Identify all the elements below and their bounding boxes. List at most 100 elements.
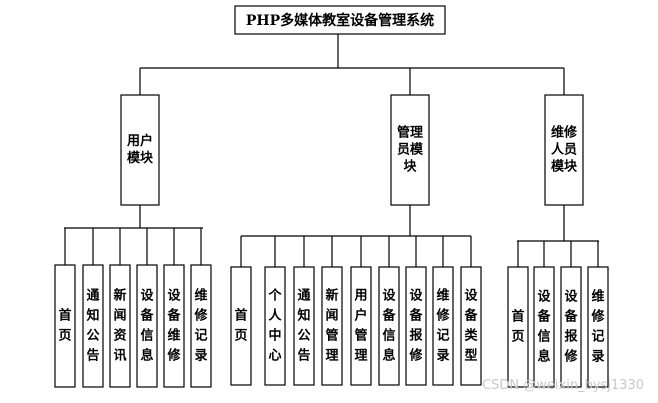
child-label-1-6-char-1: 备 [408,308,423,324]
child-label-1-8-char-1: 备 [463,308,478,324]
child-label-1-0-char-1: 页 [234,329,247,344]
child-box-0-4 [163,264,185,388]
module-box-2 [544,94,584,206]
child-label-1-1-char-0: 个 [267,288,282,304]
child-label-1-1-char-2: 中 [268,328,281,344]
child-label-0-5-char-0: 维 [194,288,207,304]
child-box-2-0 [507,266,529,388]
child-label-1-3-char-3: 理 [325,349,338,364]
child-label-0-5-char-3: 录 [194,349,207,364]
module-label-2-line-1: 人员 [551,142,577,158]
child-label-0-1-char-3: 告 [86,348,99,364]
child-box-1-8 [460,266,482,386]
module-label-2-line-0: 维修 [551,125,578,141]
child-box-1-6 [405,266,427,386]
child-label-1-2-char-3: 告 [297,348,310,364]
child-label-2-2-char-2: 报 [564,330,578,345]
child-box-1-7 [432,266,454,386]
child-label-2-3-char-3: 录 [591,350,604,365]
child-label-2-1-char-0: 设 [537,290,551,305]
title-text: PHP多媒体教室设备管理系统 [246,12,434,29]
child-label-0-0-char-1: 页 [58,329,71,344]
child-label-1-3-char-1: 闻 [325,309,338,324]
child-box-0-5 [190,264,212,388]
child-label-1-7-char-2: 记 [436,329,449,344]
module-label-2-line-2: 模块 [551,159,578,175]
child-label-1-8-char-3: 型 [464,348,477,364]
module-box-0 [120,94,160,206]
child-label-0-2-char-3: 讯 [113,349,126,364]
connector-lines [64,34,599,267]
child-box-1-4 [350,266,372,386]
child-label-0-2-char-1: 闻 [113,309,126,324]
child-label-0-1-char-1: 知 [86,308,99,324]
child-label-1-5-char-0: 设 [382,289,396,304]
child-box-0-3 [136,264,158,388]
child-label-2-1-char-3: 息 [537,349,550,365]
child-label-1-5-char-1: 备 [381,308,396,324]
child-box-2-1 [533,266,555,388]
child-box-1-1 [264,266,286,386]
child-label-1-0-char-0: 首 [234,308,247,324]
child-label-2-1-char-2: 信 [537,329,550,345]
child-label-1-1-char-1: 人 [268,308,282,324]
child-label-1-1-char-3: 心 [268,349,281,364]
child-box-1-2 [293,266,315,386]
child-label-0-4-char-2: 维 [167,328,180,344]
child-box-0-1 [82,264,104,388]
child-label-1-2-char-0: 通 [297,288,310,304]
child-label-0-1-char-2: 公 [86,329,99,344]
child-label-2-0-char-0: 首 [511,309,524,325]
child-label-0-4-char-3: 修 [166,348,181,364]
child-label-1-5-char-3: 息 [382,348,395,364]
child-label-2-2-char-1: 备 [563,309,578,325]
child-label-0-4-char-0: 设 [167,289,181,304]
child-label-0-3-char-3: 息 [140,348,153,364]
child-label-1-7-char-3: 录 [436,349,449,364]
module-label-1-line-0: 管理 [397,125,423,141]
title-box [234,5,446,35]
module-box-1 [390,94,430,206]
child-label-0-1-char-0: 通 [86,288,99,304]
child-box-1-5 [378,266,400,386]
child-label-1-6-char-0: 设 [409,289,423,304]
child-box-0-2 [109,264,131,388]
child-label-1-6-char-2: 报 [409,329,423,344]
watermark: CSDN @weixin_bysj1330 [482,378,644,393]
child-label-0-5-char-2: 记 [194,329,207,344]
child-box-1-0 [230,266,252,386]
module-label-1-line-2: 块 [403,159,417,175]
child-label-1-7-char-0: 维 [436,288,449,304]
child-label-1-4-char-0: 用 [353,289,367,304]
child-box-0-0 [54,264,76,388]
child-label-2-0-char-1: 页 [511,330,524,345]
child-label-1-3-char-2: 管 [325,328,338,344]
child-label-0-3-char-0: 设 [140,289,154,304]
child-label-0-2-char-0: 新 [113,288,126,304]
module-label-0-line-0: 用户 [126,133,153,149]
child-label-2-3-char-2: 记 [591,330,604,345]
child-label-1-2-char-1: 知 [297,308,310,324]
child-box-1-3 [321,266,343,386]
child-label-2-3-char-1: 修 [590,309,605,325]
child-label-1-7-char-1: 修 [435,308,450,324]
child-label-1-8-char-0: 设 [464,289,478,304]
child-label-1-8-char-2: 类 [464,328,478,344]
diagram-nodes: PHP多媒体教室设备管理系统用户模块首页通知公告新闻资讯设备信息设备维修维修记录… [54,5,609,388]
child-label-2-1-char-1: 备 [536,309,551,325]
child-label-1-5-char-2: 信 [382,328,395,344]
module-label-1-line-1: 员模 [397,142,424,158]
child-label-1-3-char-0: 新 [325,288,338,304]
child-label-2-2-char-3: 修 [563,349,578,365]
child-box-2-2 [560,266,582,388]
child-label-2-2-char-0: 设 [564,290,578,305]
child-label-0-2-char-2: 资 [113,328,126,344]
module-label-0-line-1: 模块 [127,150,154,166]
child-label-1-4-char-3: 理 [354,349,367,364]
child-label-1-6-char-3: 修 [408,348,423,364]
child-label-2-3-char-0: 维 [591,289,604,305]
child-label-1-2-char-2: 公 [297,329,310,344]
child-label-0-5-char-1: 修 [193,308,208,324]
child-label-1-4-char-1: 户 [354,308,367,324]
